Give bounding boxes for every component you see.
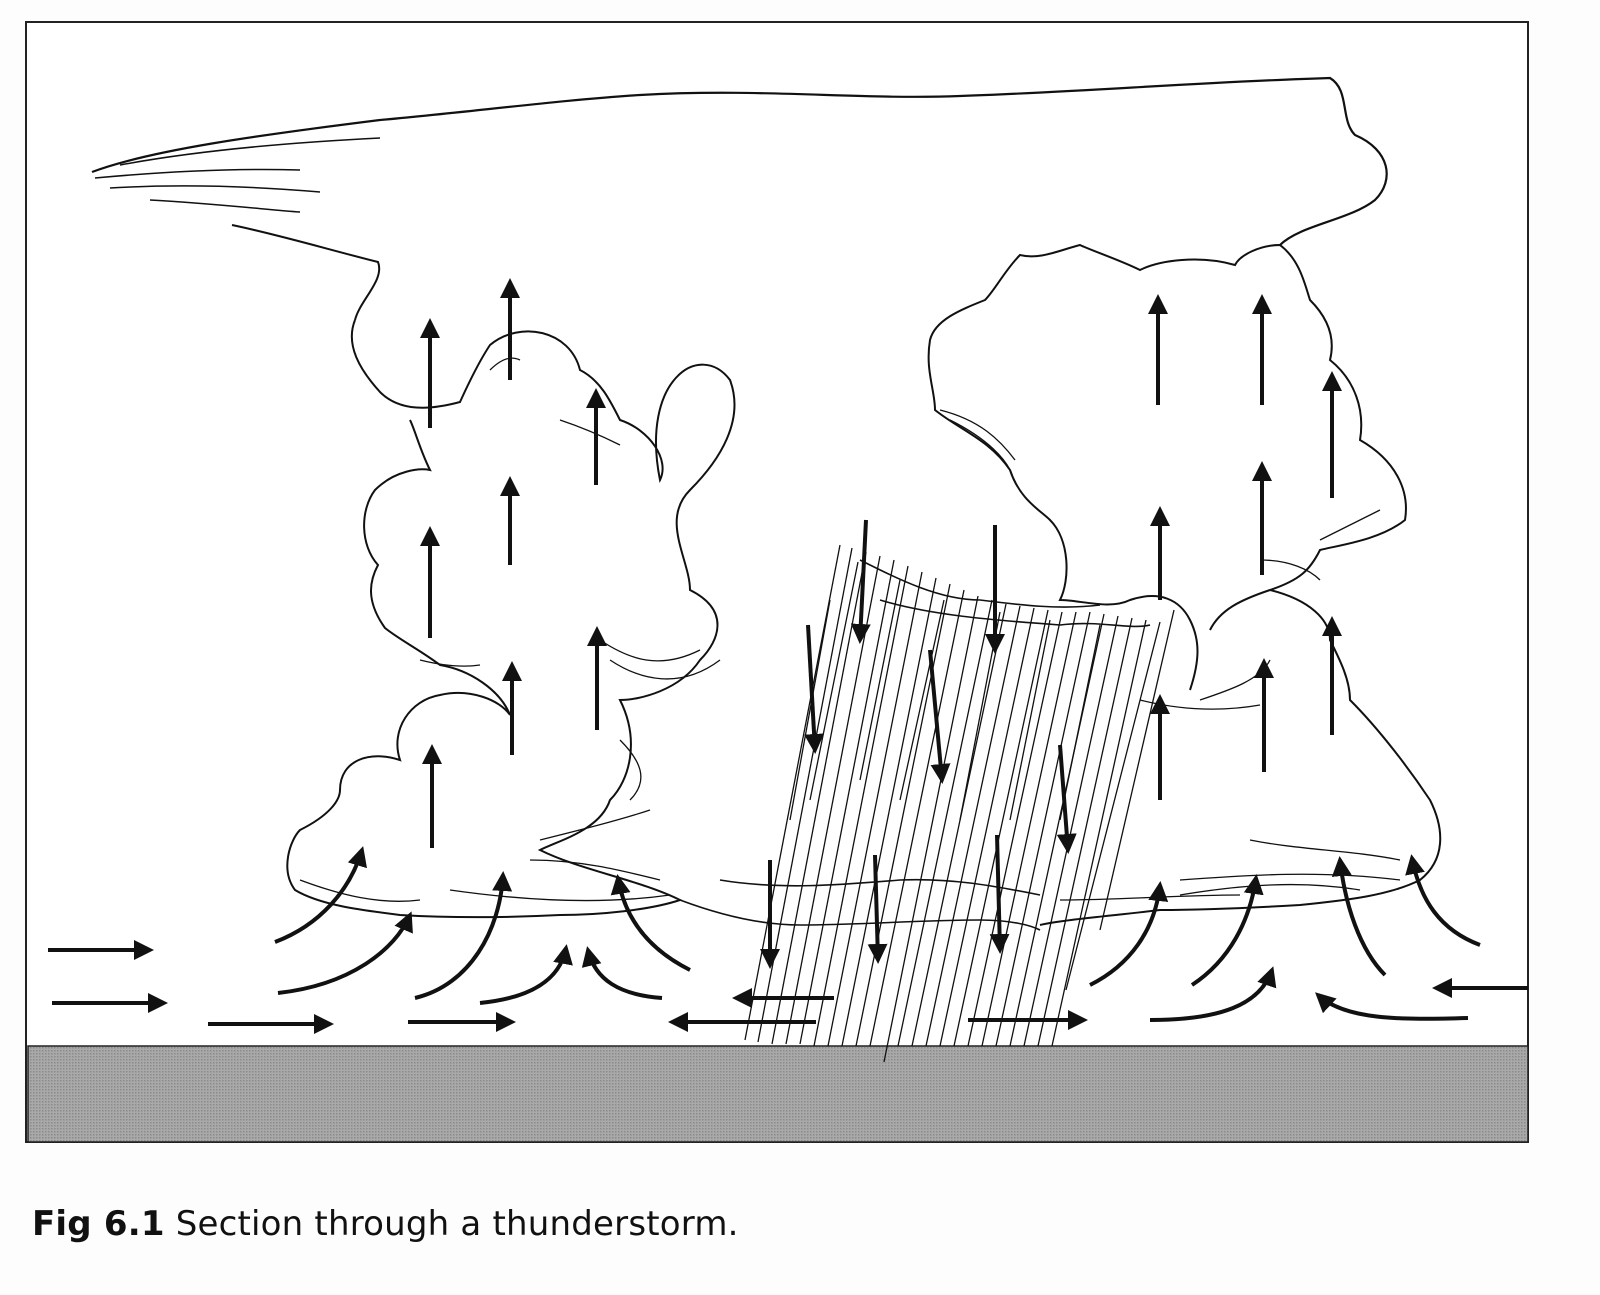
inflow-arrow	[1405, 854, 1481, 947]
inflow-arrow	[479, 944, 573, 1005]
figure-number: Fig 6.1	[32, 1204, 165, 1244]
inflow-arrow	[610, 874, 691, 972]
inflow-arrow	[1315, 992, 1469, 1021]
right-cloud-outline	[927, 243, 1442, 926]
inflow-arrow	[274, 846, 367, 944]
inflow-arrow	[1190, 874, 1264, 987]
downdraft-arrow	[989, 834, 1010, 954]
inflow-arrow	[1089, 881, 1169, 987]
downdraft-arrow	[867, 854, 888, 964]
left-cloud-outline	[286, 319, 736, 919]
figure-caption: Fig 6.1 Section through a thunderstorm.	[32, 1204, 739, 1244]
anvil-cloud-wisp	[94, 137, 381, 213]
anvil-cloud-top	[91, 76, 1388, 246]
figure-panel	[24, 18, 1564, 1168]
downdraft-arrow	[804, 624, 825, 754]
figure-caption-text: Section through a thunderstorm.	[164, 1204, 739, 1244]
inflow-arrow	[1149, 966, 1277, 1022]
ground-band	[27, 1045, 1529, 1143]
right-cloud-updraft-arrows	[1148, 294, 1342, 800]
downdraft-arrow	[850, 519, 871, 644]
surface-flow-arrows	[48, 940, 1528, 1034]
left-cloud-detail	[299, 357, 721, 902]
cloud-base-line	[679, 559, 1151, 931]
rain-shaft	[744, 544, 1175, 1063]
downdraft-arrows	[760, 519, 1077, 969]
figure-frame	[25, 21, 1529, 1143]
downdraft-arrow	[928, 649, 951, 784]
left-inflow-arrows	[274, 846, 691, 1005]
right-inflow-arrows	[1089, 854, 1481, 1022]
left-cloud-updraft-arrows	[420, 278, 607, 848]
inflow-arrow	[1331, 856, 1387, 977]
inflow-arrow	[414, 871, 513, 1000]
downdraft-arrow	[1056, 744, 1077, 854]
anvil-underside	[231, 224, 381, 321]
inflow-arrow	[277, 911, 413, 995]
inflow-arrow	[581, 946, 663, 1000]
